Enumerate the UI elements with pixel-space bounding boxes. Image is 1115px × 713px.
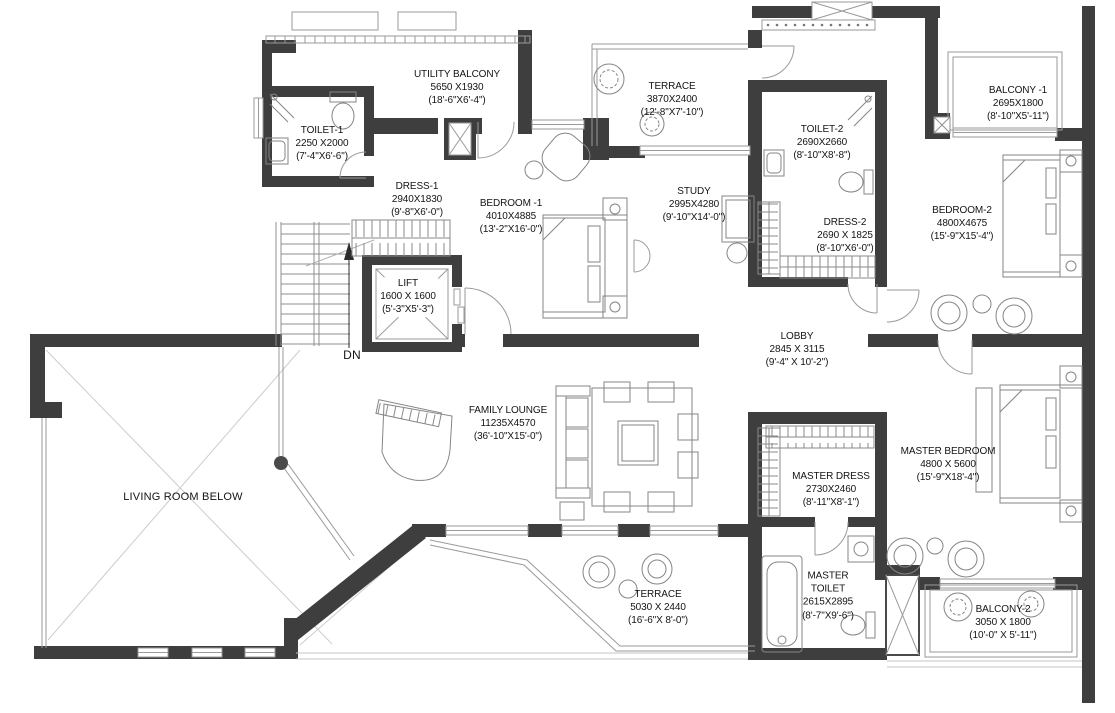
window-band xyxy=(253,97,264,139)
window-band xyxy=(244,647,276,658)
wardrobe xyxy=(757,427,781,517)
living-room-below-label: LIVING ROOM BELOW xyxy=(123,491,243,503)
wardrobe xyxy=(351,219,451,257)
bed-2 xyxy=(1002,149,1083,278)
study-desk xyxy=(721,195,755,264)
window-band xyxy=(445,525,529,536)
planters xyxy=(593,63,665,137)
sofa xyxy=(555,385,591,521)
door xyxy=(937,339,973,375)
furniture xyxy=(265,63,1083,653)
wardrobe xyxy=(765,425,875,449)
door xyxy=(886,289,920,323)
master-bed xyxy=(975,365,1083,523)
duct-shaft xyxy=(933,116,951,134)
armchair xyxy=(524,132,591,182)
window-band xyxy=(137,647,169,658)
door xyxy=(477,121,515,159)
wardrobe xyxy=(779,255,876,279)
door xyxy=(464,287,512,335)
window-band xyxy=(649,525,719,536)
master-toilet-fixtures xyxy=(761,535,876,653)
dining-set xyxy=(591,381,699,513)
round-chairs xyxy=(930,294,1033,335)
door xyxy=(814,521,849,556)
window-band xyxy=(191,647,223,658)
door xyxy=(847,283,878,314)
toilet-2-fixtures xyxy=(763,95,874,195)
door xyxy=(339,151,367,179)
window-band xyxy=(952,127,1058,138)
walls xyxy=(30,6,1095,703)
window-x-box xyxy=(811,1,873,21)
wardrobes xyxy=(351,201,876,517)
door-niche xyxy=(633,239,651,273)
window-band xyxy=(561,525,619,536)
round-chairs xyxy=(582,553,673,599)
doors xyxy=(339,45,973,556)
duct-shafts xyxy=(444,116,951,656)
stairs-dn-label: DN xyxy=(343,348,361,362)
window-band xyxy=(531,119,585,130)
wardrobe xyxy=(757,201,781,275)
stairs xyxy=(275,222,375,348)
railings xyxy=(41,11,1082,668)
round-chairs xyxy=(886,537,985,578)
piano xyxy=(375,399,453,481)
window-band xyxy=(939,578,1056,589)
bed-1 xyxy=(542,197,628,319)
windows xyxy=(137,1,1058,658)
planters xyxy=(943,590,1045,622)
stair-direction-arrow xyxy=(344,242,354,348)
toilet-1-fixtures xyxy=(265,91,357,165)
window-band xyxy=(639,145,751,156)
door xyxy=(761,45,795,79)
duct-shaft xyxy=(444,118,476,160)
duct-shaft xyxy=(885,574,920,656)
